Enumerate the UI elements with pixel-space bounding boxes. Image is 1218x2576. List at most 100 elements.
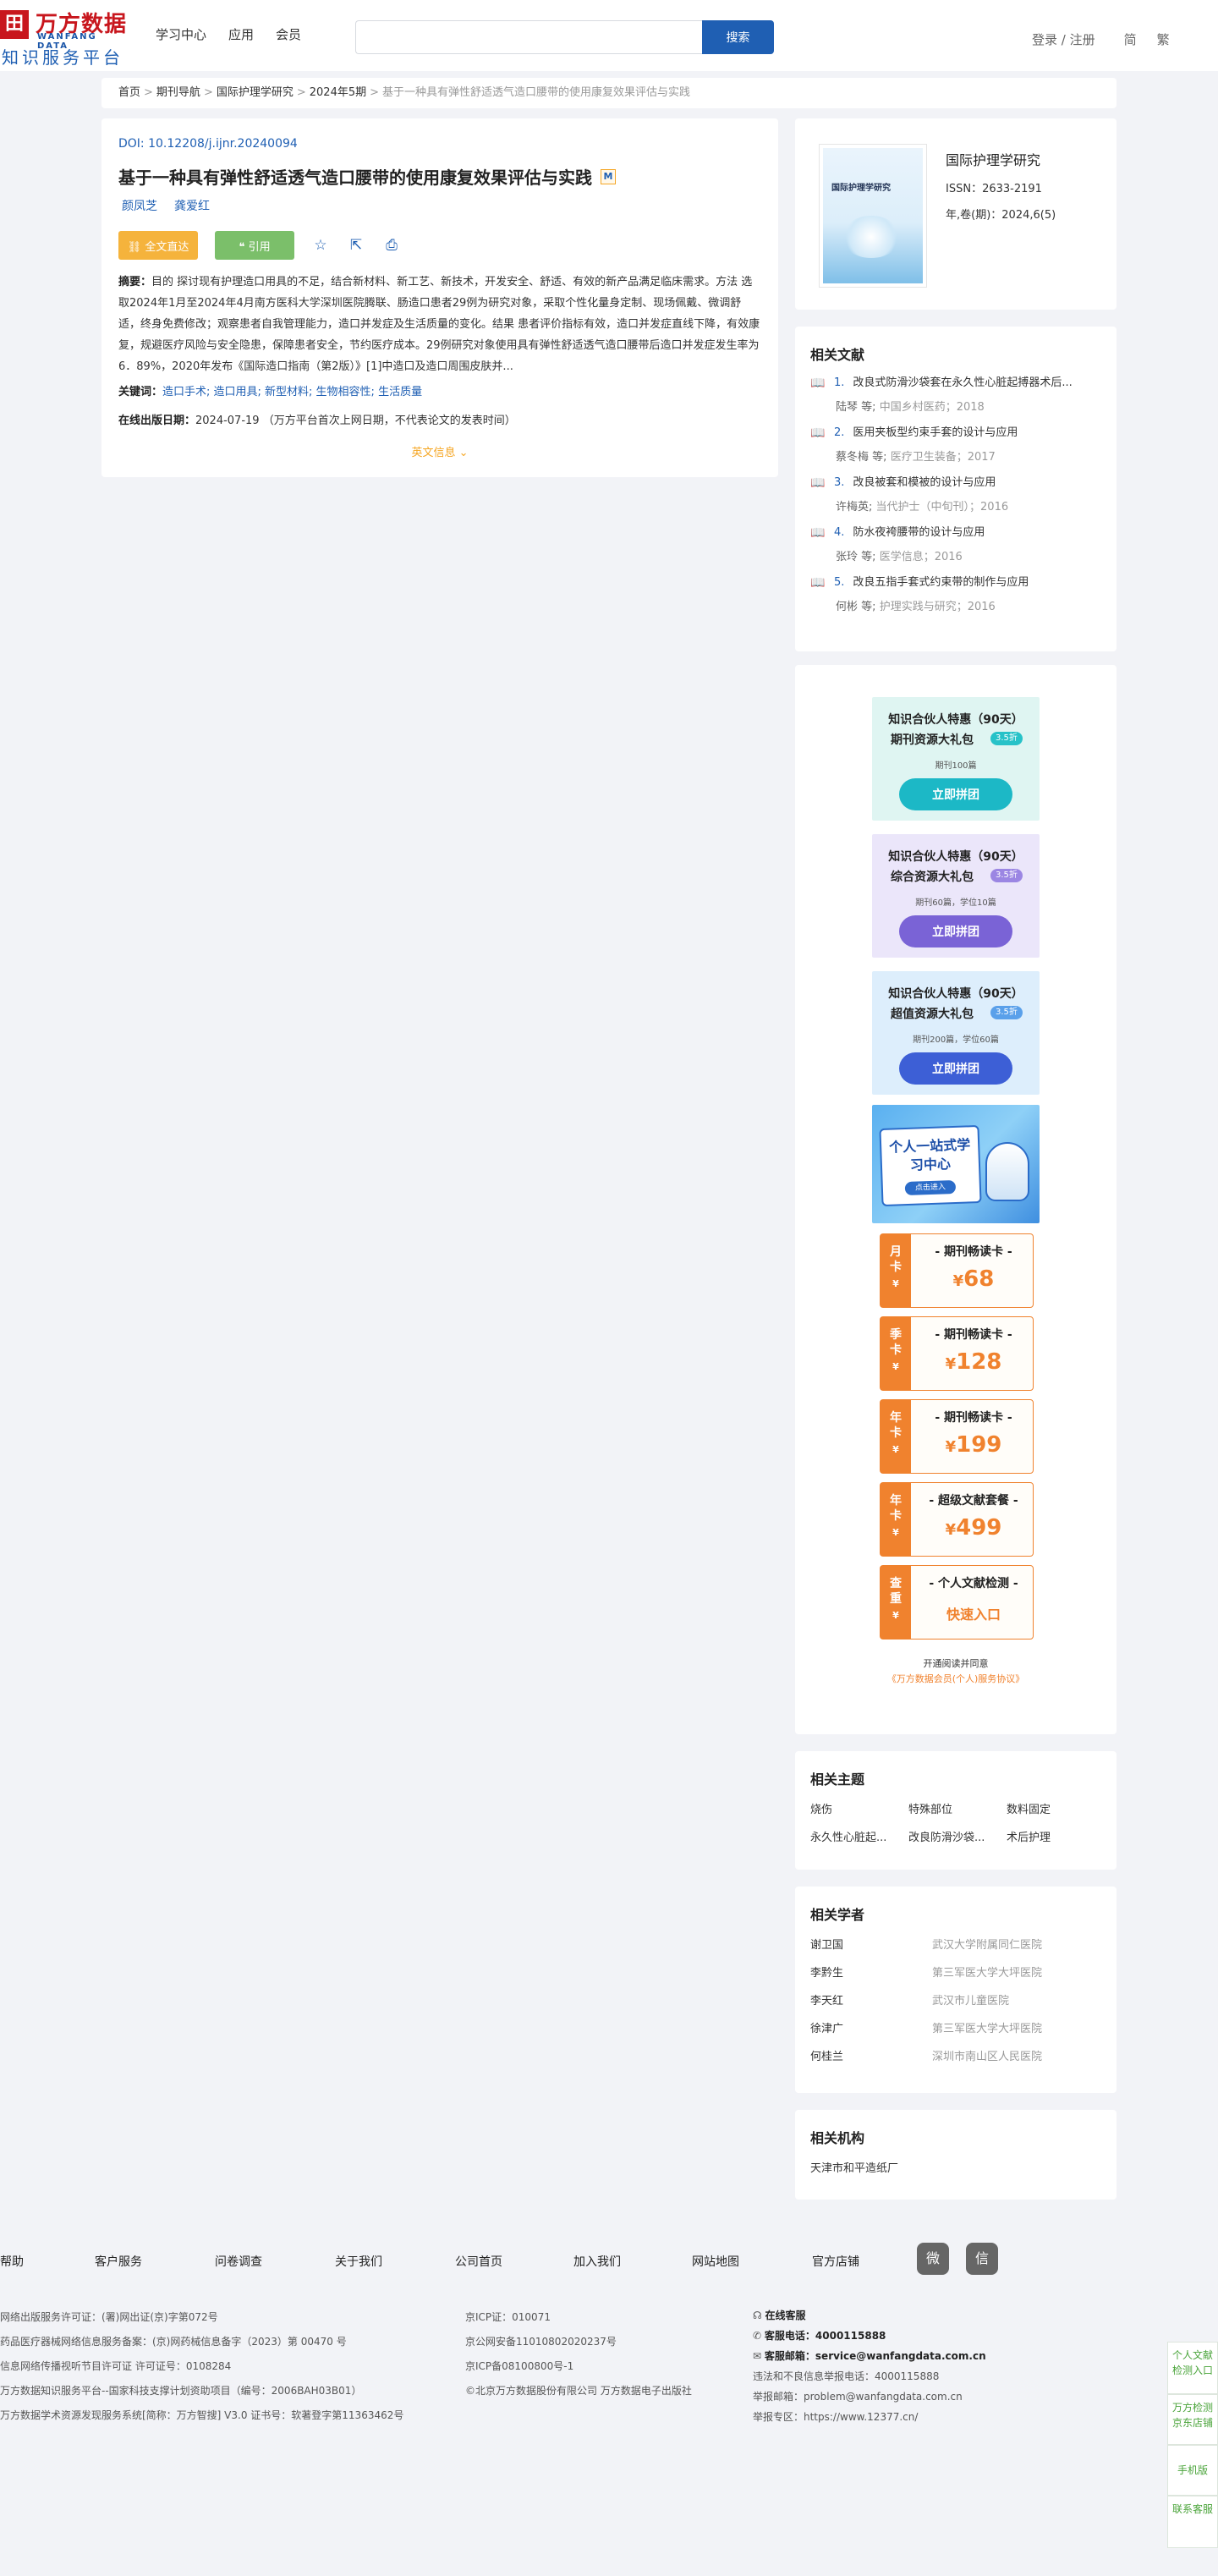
footer-link[interactable]: 网站地图 bbox=[692, 2255, 739, 2269]
search-button[interactable]: 搜索 bbox=[702, 20, 774, 54]
cite-button[interactable]: ❝ 引用 bbox=[215, 231, 294, 260]
search-input[interactable] bbox=[355, 20, 702, 54]
breadcrumb-journals[interactable]: 期刊导航 bbox=[156, 86, 200, 99]
breadcrumb-journal[interactable]: 国际护理学研究 bbox=[216, 86, 294, 99]
weibo-icon[interactable]: 微 bbox=[917, 2243, 949, 2275]
breadcrumb-issue[interactable]: 2024年5期 bbox=[309, 86, 367, 99]
institution-link[interactable]: 天津市和平造纸厂 bbox=[810, 2162, 899, 2175]
footer-link[interactable]: 官方店铺 bbox=[812, 2255, 859, 2269]
book-icon: 📖 bbox=[810, 526, 826, 540]
scholar-org[interactable]: 武汉大学附属同仁医院 bbox=[932, 1939, 1043, 1952]
membership-card[interactable]: 季卡¥- 期刊畅读卡 -¥128 bbox=[880, 1316, 1034, 1391]
topic-link[interactable]: 数料固定 bbox=[1007, 1804, 1051, 1816]
card-type-tag: 季卡¥ bbox=[881, 1317, 911, 1390]
ref-title[interactable]: 改良五指手套式约束带的制作与应用 bbox=[853, 576, 1029, 589]
full-text-button[interactable]: ⛓ 全文直达 bbox=[118, 231, 198, 260]
scholar-org[interactable]: 第三军医大学大坪医院 bbox=[932, 1967, 1043, 1980]
article-actions: ⛓ 全文直达 ❝ 引用 ☆ ⇱ ⎙ bbox=[118, 231, 761, 260]
float-contact-service[interactable]: 联系客服 bbox=[1167, 2496, 1218, 2548]
footer-link[interactable]: 客户服务 bbox=[95, 2255, 142, 2269]
ref-title[interactable]: 防水夜袴腰带的设计与应用 bbox=[853, 526, 985, 539]
scholar-org[interactable]: 武汉市儿童医院 bbox=[932, 1995, 1010, 2008]
favorite-star-icon[interactable]: ☆ bbox=[314, 237, 327, 254]
scholar-name[interactable]: 谢卫国 bbox=[810, 1939, 844, 1952]
journal-cover[interactable]: 国际护理学研究 bbox=[819, 144, 927, 288]
group-buy-button[interactable]: 立即拼团 bbox=[899, 778, 1012, 810]
share-icon[interactable]: ⇱ bbox=[349, 237, 363, 254]
phone-icon: ✆ bbox=[753, 2330, 762, 2342]
learning-center-banner[interactable]: 个人一站式学习中心 点击进入 bbox=[872, 1105, 1040, 1223]
wechat-icon[interactable]: 信 bbox=[966, 2243, 998, 2275]
ref-etal: 等; bbox=[861, 551, 876, 563]
quick-entry-link[interactable]: 快速入口 bbox=[946, 1607, 1001, 1623]
banner-button[interactable]: 点击进入 bbox=[904, 1179, 957, 1196]
author-link[interactable]: 颜凤芝 bbox=[122, 200, 157, 213]
keyword-links[interactable]: 造口手术; 造口用具; 新型材料; 生物相容性; 生活质量 bbox=[162, 386, 423, 398]
lang-traditional[interactable]: 繁 bbox=[1156, 32, 1170, 47]
breadcrumb-home[interactable]: 首页 bbox=[118, 86, 141, 99]
journal-name[interactable]: 国际护理学研究 bbox=[946, 152, 1041, 168]
nav-apps[interactable]: 应用 bbox=[228, 27, 255, 42]
ref-source: 护理实践与研究；2016 bbox=[879, 601, 996, 613]
lang-simplified[interactable]: 简 bbox=[1123, 32, 1137, 47]
float-mobile[interactable]: 手机版 bbox=[1167, 2445, 1218, 2496]
print-icon[interactable]: ⎙ bbox=[386, 237, 398, 254]
card-name: - 期刊畅读卡 - bbox=[935, 1411, 1012, 1425]
related-institutions: 相关机构 天津市和平造纸厂 bbox=[795, 2110, 1116, 2200]
scholar-name[interactable]: 李天红 bbox=[810, 1995, 844, 2008]
footer-link[interactable]: 问卷调查 bbox=[215, 2255, 262, 2269]
membership-card[interactable]: 年卡¥- 超级文献套餐 -¥499 bbox=[880, 1482, 1034, 1557]
scholar-name[interactable]: 李黔生 bbox=[810, 1967, 844, 1980]
english-info-toggle[interactable]: 英文信息 ⌄ bbox=[411, 447, 469, 459]
doi-link[interactable]: 10.12208/j.ijnr.20240094 bbox=[148, 137, 298, 151]
discount-badge: 3.5折 bbox=[990, 869, 1023, 882]
related-literature-item[interactable]: 📖3.改良被套和模被的设计与应用许梅英; 当代护士（中旬刊）；2016 bbox=[810, 475, 1101, 514]
agreement-link[interactable]: 《万方数据会员(个人)服务协议》 bbox=[886, 1673, 1025, 1684]
top-header: 田 万方数据 WANFANG DATA 知识服务平台 学习中心 应用 会员 搜索… bbox=[0, 0, 1218, 71]
scholar-org[interactable]: 深圳市南山区人民医院 bbox=[932, 2051, 1043, 2063]
topic-link[interactable]: 特殊部位 bbox=[908, 1804, 953, 1816]
membership-card[interactable]: 查重¥- 个人文献检测 -快速入口 bbox=[880, 1565, 1034, 1640]
footer-link[interactable]: 加入我们 bbox=[573, 2255, 621, 2269]
topic-link[interactable]: 永久性心脏起... bbox=[810, 1832, 887, 1844]
pubdate-value: 2024-07-19 bbox=[195, 415, 260, 427]
footer: 帮助客户服务问卷调查关于我们公司首页加入我们网站地图官方店铺 微 信 网络出版服… bbox=[0, 2221, 1218, 2576]
topic-link[interactable]: 改良防滑沙袋... bbox=[908, 1832, 985, 1844]
wanfang-logo[interactable]: 田 万方数据 WANFANG DATA 知识服务平台 bbox=[0, 5, 129, 68]
scholar-name[interactable]: 徐津广 bbox=[810, 2023, 844, 2035]
scholar-org[interactable]: 第三军医大学大坪医院 bbox=[932, 2023, 1043, 2035]
float-jd-store[interactable]: 万方检测京东店铺 bbox=[1167, 2394, 1218, 2445]
topic-link[interactable]: 烧伤 bbox=[810, 1804, 833, 1816]
social-links: 微 信 bbox=[917, 2243, 998, 2275]
float-plagiarism-check[interactable]: 个人文献检测入口 bbox=[1167, 2342, 1218, 2394]
related-literature-item[interactable]: 📖5.改良五指手套式约束带的制作与应用何彬 等; 护理实践与研究；2016 bbox=[810, 575, 1101, 613]
related-literature-item[interactable]: 📖1.改良式防滑沙袋套在永久性心脏起搏器术后...陆琴 等; 中国乡村医药；20… bbox=[810, 376, 1101, 414]
membership-card[interactable]: 年卡¥- 期刊畅读卡 -¥199 bbox=[880, 1399, 1034, 1474]
ref-number: 1. bbox=[834, 376, 845, 389]
nav-membership[interactable]: 会员 bbox=[276, 27, 302, 42]
group-buy-button[interactable]: 立即拼团 bbox=[899, 915, 1012, 947]
keywords-label: 关键词： bbox=[118, 386, 163, 398]
service-email[interactable]: service@wanfangdata.com.cn bbox=[815, 2350, 986, 2362]
online-service-link[interactable]: ☊ 在线客服 bbox=[753, 2310, 806, 2321]
membership-card[interactable]: 月卡¥- 期刊畅读卡 -¥68 bbox=[880, 1233, 1034, 1308]
related-literature-item[interactable]: 📖2.医用夹板型约束手套的设计与应用蔡冬梅 等; 医疗卫生装备；2017 bbox=[810, 426, 1101, 464]
related-literature-item[interactable]: 📖4.防水夜袴腰带的设计与应用张玲 等; 医学信息；2016 bbox=[810, 525, 1101, 563]
ref-source: 中国乡村医药；2018 bbox=[879, 401, 985, 414]
ref-title[interactable]: 医用夹板型约束手套的设计与应用 bbox=[853, 426, 1018, 439]
group-buy-button[interactable]: 立即拼团 bbox=[899, 1052, 1012, 1085]
login-register-link[interactable]: 登录 / 注册 bbox=[1032, 32, 1095, 47]
scholar-name[interactable]: 何桂兰 bbox=[810, 2051, 844, 2063]
author-link[interactable]: 龚爱红 bbox=[174, 200, 210, 213]
footer-link[interactable]: 帮助 bbox=[0, 2255, 24, 2269]
cover-title: 国际护理学研究 bbox=[831, 184, 891, 193]
nav-learning-center[interactable]: 学习中心 bbox=[156, 27, 207, 42]
chevron-down-icon: ⌄ bbox=[458, 447, 469, 459]
footer-link[interactable]: 公司首页 bbox=[455, 2255, 502, 2269]
card-type-tag: 查重¥ bbox=[881, 1566, 911, 1639]
topic-link[interactable]: 术后护理 bbox=[1007, 1832, 1051, 1844]
ref-title[interactable]: 改良式防滑沙袋套在永久性心脏起搏器术后... bbox=[853, 376, 1073, 389]
ref-title[interactable]: 改良被套和模被的设计与应用 bbox=[853, 476, 996, 489]
footer-link[interactable]: 关于我们 bbox=[335, 2255, 382, 2269]
